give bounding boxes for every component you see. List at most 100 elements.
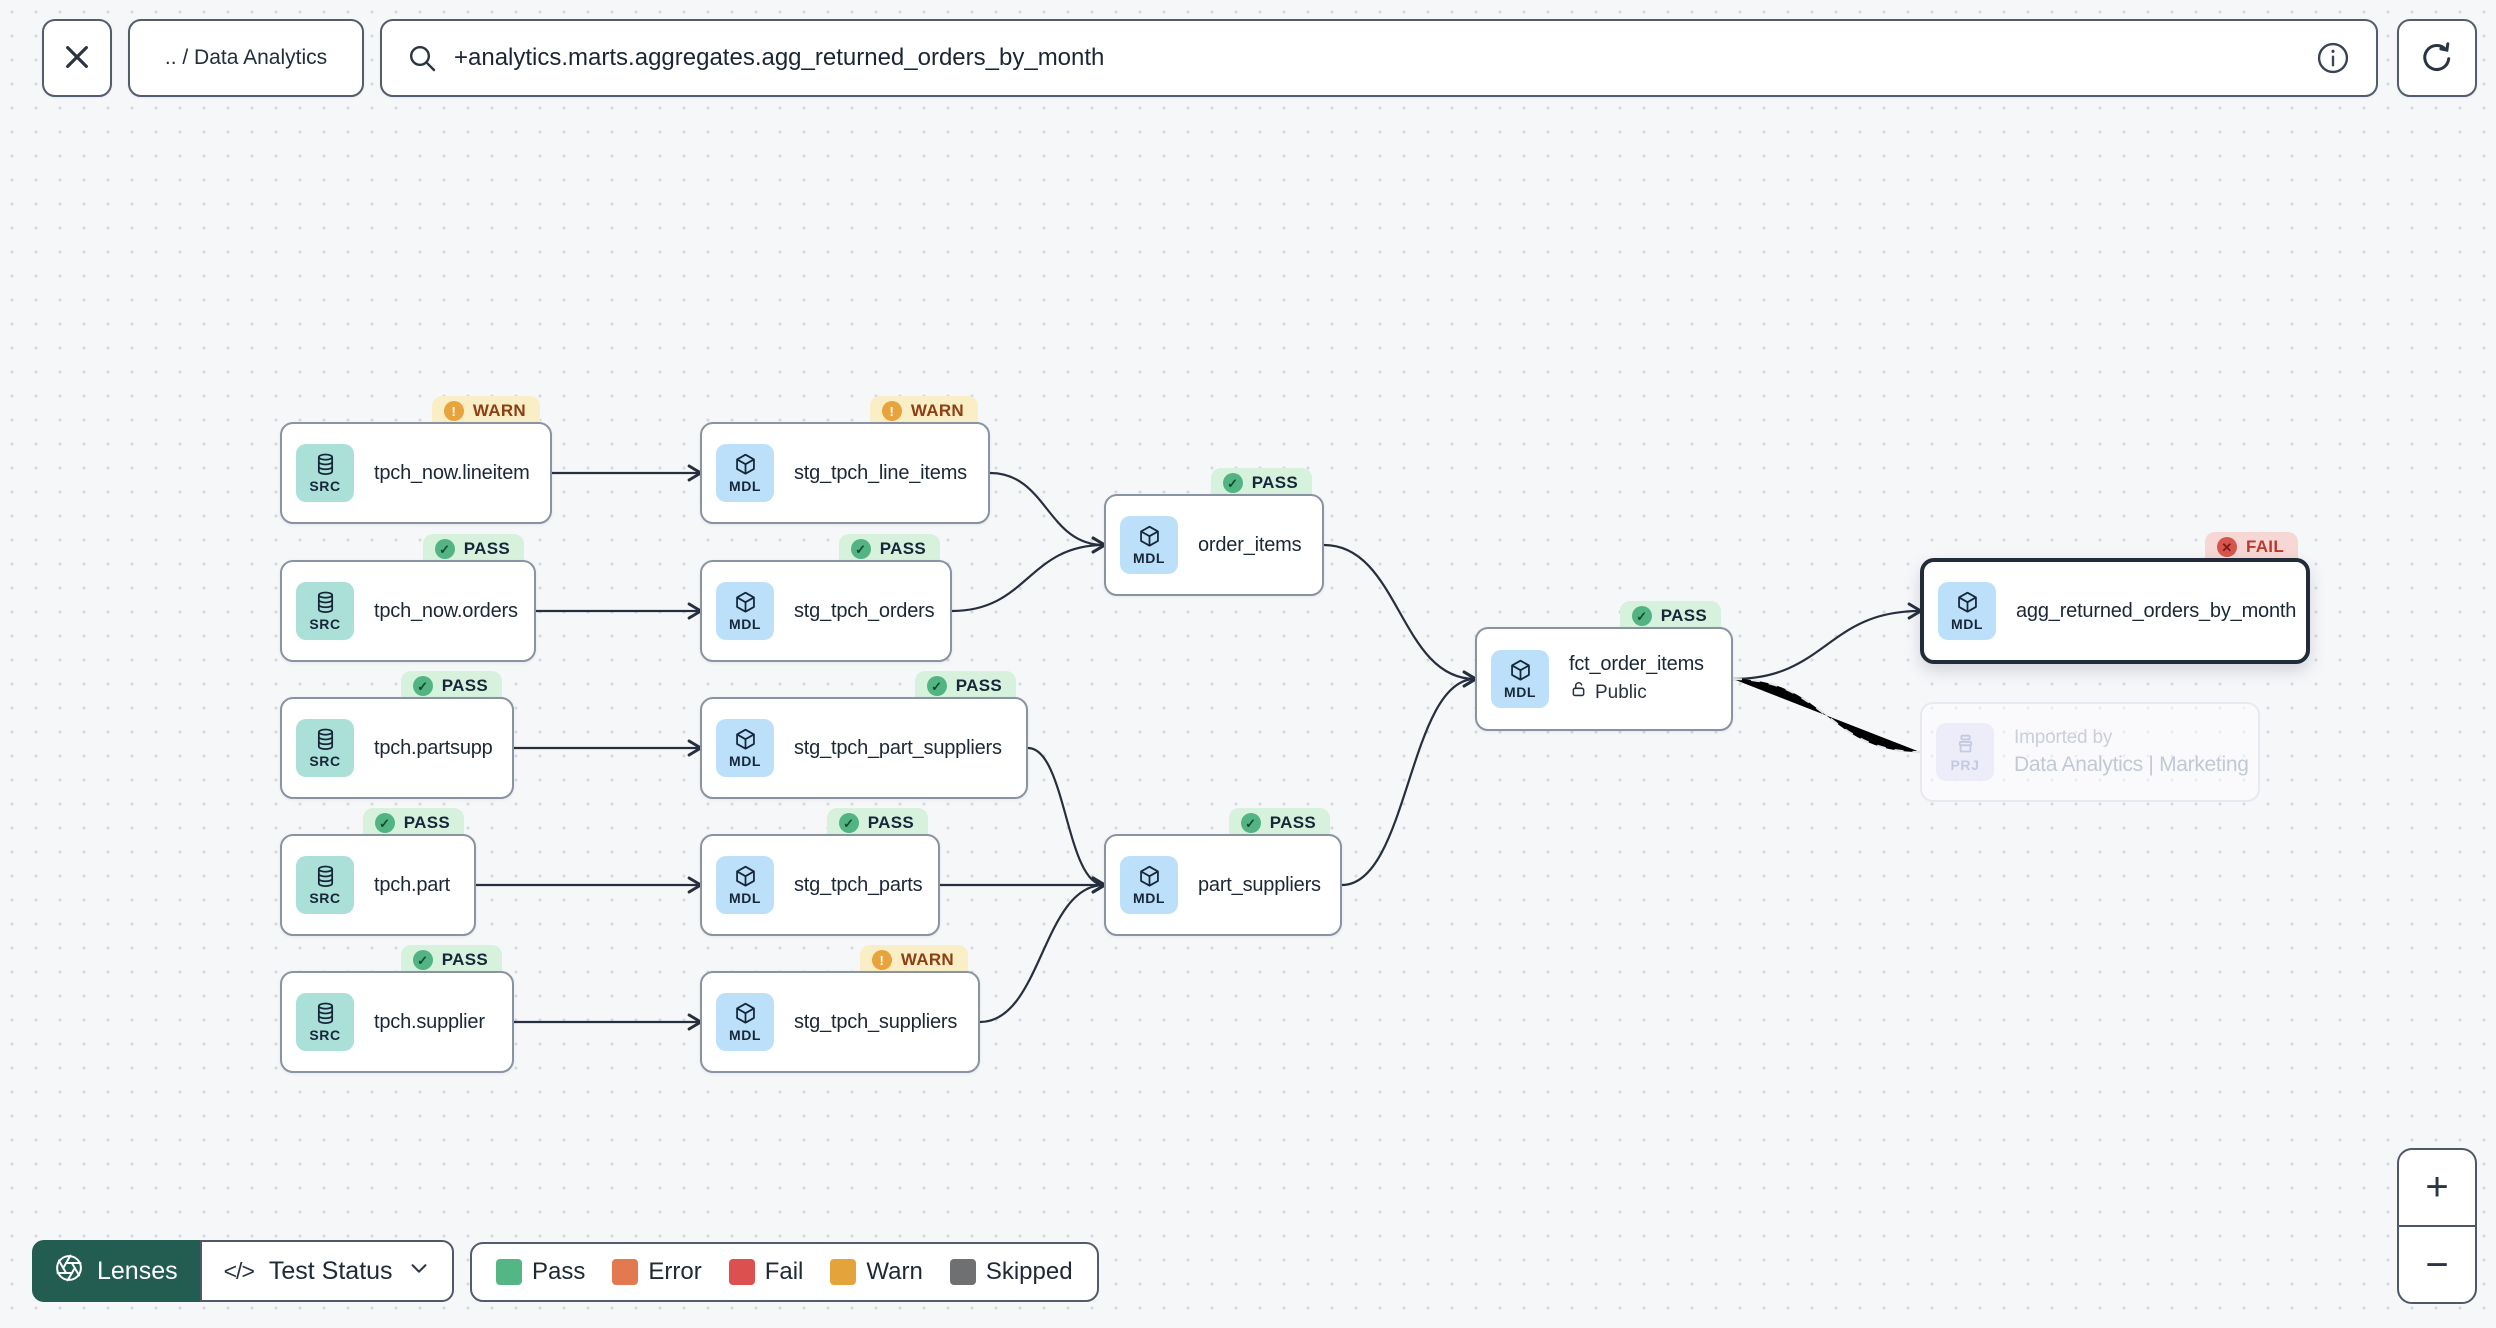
node-type-label: MDL	[1950, 616, 1984, 632]
node-card[interactable]: MDL stg_tpch_orders	[700, 560, 952, 662]
lineage-edge	[1732, 602, 1924, 681]
status-badge-label: PASS	[879, 539, 926, 558]
node-label: stg_tpch_parts	[794, 873, 923, 896]
node-type-label: SRC	[309, 753, 341, 769]
search-icon	[406, 42, 438, 74]
status-warn-icon: !	[881, 401, 902, 421]
search-bar[interactable]	[380, 19, 2378, 97]
zoom-in-button[interactable]: +	[2399, 1150, 2475, 1225]
status-pass-icon: ✓	[1240, 813, 1261, 833]
legend-swatch	[830, 1259, 857, 1285]
node-stg_tpch_orders[interactable]: ✓ PASS MDL stg_tpch_orders	[700, 534, 952, 662]
node-card[interactable]: MDL stg_tpch_parts	[700, 834, 940, 936]
node-label: fct_order_items	[1569, 653, 1704, 675]
status-pass-icon: ✓	[374, 813, 395, 833]
cube-icon	[733, 590, 758, 615]
node-type-label: PRJ	[1950, 757, 1980, 773]
node-type-label: MDL	[728, 616, 762, 632]
close-button[interactable]	[42, 19, 112, 97]
node-access-label: Public	[1569, 680, 1704, 705]
aperture-icon	[54, 1253, 84, 1290]
status-pass-icon: ✓	[838, 813, 859, 833]
node-label: tpch_now.lineitem	[374, 461, 530, 484]
node-card[interactable]: MDL agg_returned_orders_by_month	[1920, 558, 2310, 664]
node-type-label: SRC	[309, 478, 341, 494]
cube-icon	[1955, 590, 1980, 615]
lineage-edge	[979, 876, 1108, 1024]
lens-control: Lenses </> Test Status	[32, 1240, 454, 1302]
node-card[interactable]: MDL part_suppliers	[1104, 834, 1342, 936]
database-icon: SRC	[296, 856, 354, 914]
cube-icon	[733, 727, 758, 752]
cube-icon	[1508, 658, 1533, 683]
status-badge-label: WARN	[910, 401, 964, 420]
status-badge-label: PASS	[955, 676, 1002, 695]
cube-icon	[733, 452, 758, 477]
legend-label: Skipped	[985, 1258, 1073, 1285]
database-icon	[313, 864, 338, 889]
status-pass-icon: ✓	[1631, 606, 1652, 626]
refresh-button[interactable]	[2397, 19, 2477, 97]
chevron-down-icon	[408, 1257, 430, 1286]
status-badge-label: WARN	[472, 401, 526, 420]
node-label: Imported by	[2014, 727, 2113, 748]
cube-icon: MDL	[1120, 856, 1178, 914]
legend-swatch	[496, 1259, 522, 1285]
database-icon	[313, 727, 338, 752]
breadcrumb[interactable]: .. / Data Analytics	[128, 19, 364, 97]
node-label: stg_tpch_orders	[794, 599, 935, 622]
cube-icon	[1137, 864, 1162, 889]
status-pass-icon: ✓	[434, 539, 455, 559]
status-badge-label: WARN	[900, 950, 954, 969]
node-card[interactable]: SRC tpch_now.lineitem	[280, 422, 552, 524]
legend-item-fail: Fail	[728, 1258, 803, 1286]
lenses-label: Lenses	[97, 1256, 178, 1285]
cube-icon: MDL	[716, 444, 774, 502]
info-icon[interactable]	[2314, 39, 2352, 77]
lineage-edge	[1027, 746, 1108, 894]
database-icon: SRC	[296, 444, 354, 502]
search-input[interactable]	[454, 44, 2314, 72]
database-icon: SRC	[296, 719, 354, 777]
cube-icon: MDL	[716, 856, 774, 914]
project-icon: PRJ	[1936, 723, 1994, 781]
zoom-out-button[interactable]: −	[2399, 1227, 2475, 1302]
lineage-edge	[951, 536, 1108, 613]
status-pass-icon: ✓	[850, 539, 871, 559]
legend-swatch	[949, 1259, 976, 1285]
lenses-button[interactable]: Lenses	[32, 1240, 202, 1302]
legend-swatch	[612, 1259, 639, 1285]
node-type-label: MDL	[1132, 890, 1166, 906]
database-icon: SRC	[296, 582, 354, 640]
legend-item-skipped: Skipped	[949, 1258, 1073, 1286]
node-label: agg_returned_orders_by_month	[2016, 599, 2297, 622]
node-label: part_suppliers	[1198, 873, 1321, 896]
database-icon: SRC	[296, 993, 354, 1051]
lens-selector-dropdown[interactable]: </> Test Status	[199, 1240, 454, 1302]
